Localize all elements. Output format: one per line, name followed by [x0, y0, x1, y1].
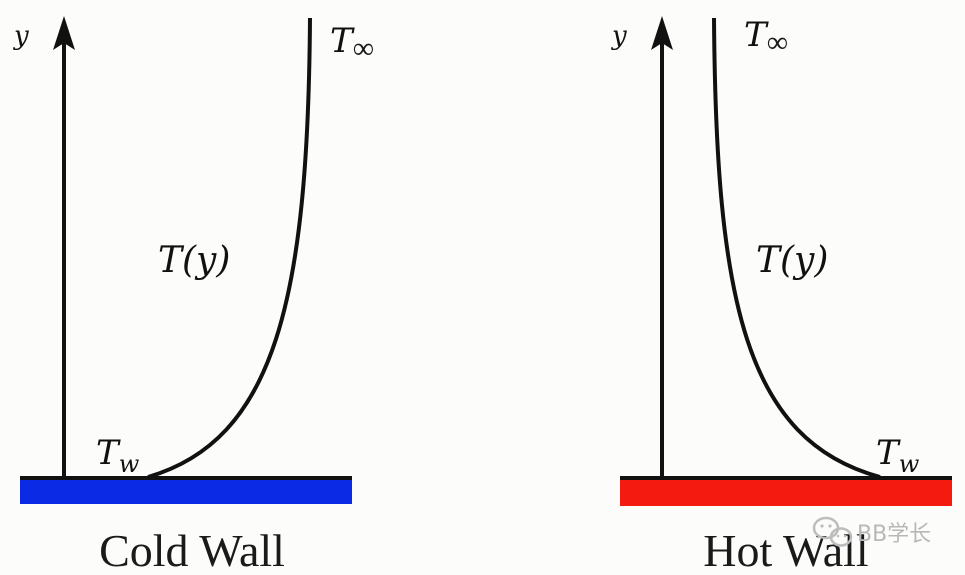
cold-y-axis-arrowhead: [53, 16, 75, 50]
hot-wall-bar: [620, 478, 952, 506]
hot-y-axis-arrowhead: [651, 16, 673, 50]
hot-wall-caption: Hot Wall: [703, 525, 868, 575]
hot-temperature-profile-curve: [712, 17, 881, 479]
hot-t-infinity-label: T∞: [744, 15, 788, 59]
cold-wall-bar: [20, 478, 352, 504]
cold-wall-caption: Cold Wall: [99, 525, 285, 575]
cold-curve-label: T(y): [158, 240, 230, 281]
cold-temperature-profile-curve: [147, 17, 312, 479]
watermark: BB学长: [812, 516, 931, 547]
watermark-text: BB学长: [857, 522, 931, 547]
hot-y-axis-label: y: [611, 21, 627, 51]
wechat-icon: [812, 516, 853, 547]
hot-wall-panel: y T∞ T(y) Tw Hot Wall: [611, 15, 952, 575]
cold-wall-panel: y T∞ T(y) Tw Cold Wall: [13, 16, 374, 575]
cold-t-infinity-label: T∞: [330, 21, 374, 65]
cold-t-wall-label: Tw: [96, 433, 140, 478]
hot-t-wall-label: Tw: [876, 433, 920, 478]
cold-y-axis-label: y: [13, 21, 29, 51]
hot-curve-label: T(y): [756, 240, 828, 281]
